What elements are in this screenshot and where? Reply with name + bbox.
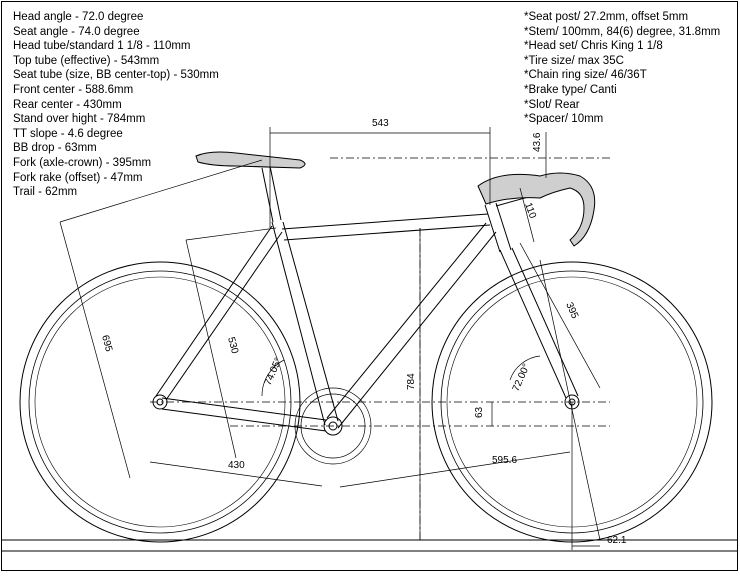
spec-stem: *Stem/ 100mm, 84(6) degree, 31.8mm — [524, 25, 721, 38]
spec-brake-type: *Brake type/ Canti — [524, 83, 617, 96]
spec-standover: Stand over hight - 784mm — [13, 113, 146, 126]
dim-head-tube: 110 — [522, 201, 538, 220]
spec-chain-ring: *Chain ring size/ 46/36T — [524, 69, 647, 82]
handlebar — [477, 172, 596, 247]
spec-top-tube: Top tube (effective) - 543mm — [13, 54, 160, 67]
spec-front-center: Front center - 588.6mm — [13, 83, 134, 96]
spec-seat-tube: Seat tube (size, BB center-top) - 530mm — [13, 69, 219, 82]
spec-head-tube: Head tube/standard 1 1/8 - 110mm — [13, 40, 191, 53]
spec-fork-rake: Fork rake (offset) - 47mm — [13, 171, 143, 184]
spec-head-angle: Head angle - 72.0 degree — [13, 11, 144, 23]
dim-head-angle: 72.00° — [511, 362, 533, 393]
dim-seat-height: 695 — [99, 334, 114, 353]
spec-spacer: *Spacer/ 10mm — [524, 113, 604, 126]
saddle — [195, 151, 306, 169]
dim-standover: 784 — [406, 373, 417, 390]
spec-slot: *Slot/ Rear — [524, 98, 580, 111]
geometry-spec-list: Head angle - 72.0 degree Seat angle - 74… — [13, 10, 219, 200]
dim-top-tube: 543 — [372, 118, 389, 129]
spec-seat-post: *Seat post/ 27.2mm, offset 5mm — [524, 11, 689, 23]
spec-tt-slope: TT slope - 4.6 degree — [13, 127, 123, 140]
spec-head-set: *Head set/ Chris King 1 1/8 — [524, 40, 663, 53]
spec-seat-angle: Seat angle - 74.0 degree — [13, 25, 140, 38]
dim-trail: 62.1 — [607, 535, 627, 546]
component-spec-list: *Seat post/ 27.2mm, offset 5mm *Stem/ 10… — [524, 10, 720, 127]
dim-seat-tube: 530 — [225, 336, 240, 355]
spec-fork-length: Fork (axle-crown) - 395mm — [13, 156, 152, 169]
spec-bb-drop: BB drop - 63mm — [13, 142, 97, 155]
dim-rear-center: 430 — [228, 460, 245, 471]
reference-lines — [150, 157, 610, 540]
dim-bb-drop: 63 — [474, 406, 485, 418]
spec-trail: Trail - 62mm — [13, 186, 78, 199]
spec-tire-size: *Tire size/ max 35C — [524, 54, 624, 67]
dimension-lines — [59, 127, 601, 550]
dim-front-center: 595.6 — [492, 455, 517, 466]
dim-stem-rise: 43.6 — [532, 132, 543, 152]
spec-rear-center: Rear center - 430mm — [13, 98, 122, 111]
dim-fork: 395 — [563, 301, 580, 321]
